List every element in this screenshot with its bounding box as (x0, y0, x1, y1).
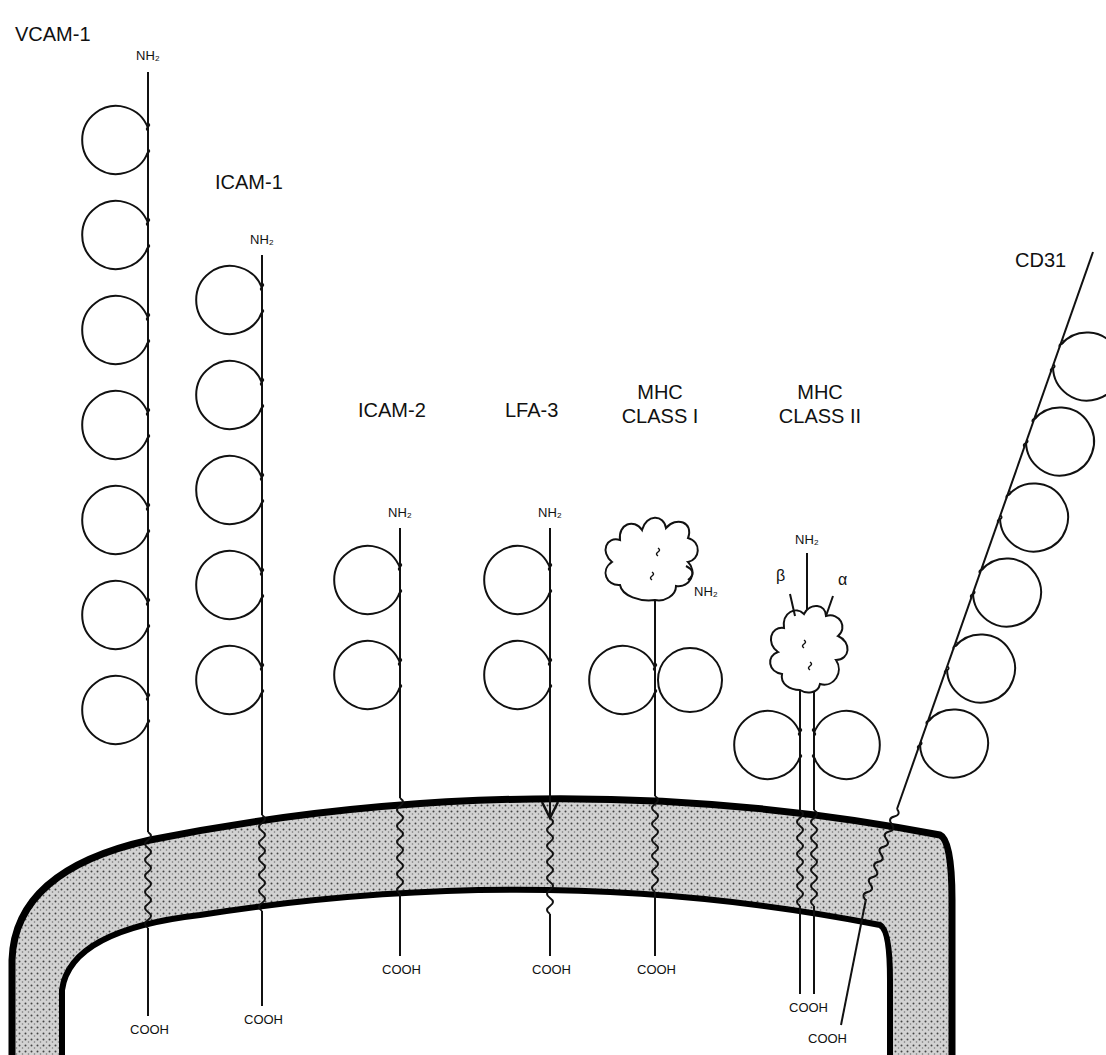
terminus-label: COOH (789, 1000, 828, 1016)
terminus-label: COOH (532, 962, 571, 978)
chain-label: β (776, 566, 785, 585)
terminus-label: COOH (382, 962, 421, 978)
molecule-name: LFA-3 (505, 398, 558, 422)
membrane-band (12, 799, 952, 1055)
icam2-molecule (334, 528, 403, 956)
terminus-label: COOH (808, 1031, 847, 1047)
terminus-label: NH₂ (136, 48, 160, 64)
molecule-name: ICAM-2 (358, 398, 426, 422)
icam1-molecule (196, 255, 265, 1006)
terminus-label: NH₂ (250, 232, 274, 248)
molecule-name: VCAM-1 (15, 22, 91, 46)
membrane-inner (62, 890, 890, 1055)
terminus-label: COOH (637, 962, 676, 978)
terminus-label: NH₂ (538, 505, 562, 521)
terminus-label: NH₂ (795, 532, 819, 548)
chain-label: α (838, 570, 847, 589)
molecule-name: ICAM-1 (215, 170, 283, 194)
terminus-label: COOH (244, 1012, 283, 1028)
molecule-name: MHC CLASS I (610, 380, 710, 428)
terminus-label: COOH (130, 1022, 169, 1038)
terminus-label: NH₂ (694, 584, 718, 600)
vcam-molecule (82, 72, 151, 1016)
molecule-name: MHC CLASS II (770, 380, 870, 428)
molecule-name: CD31 (1015, 248, 1066, 272)
cd31-molecule (841, 252, 1106, 1025)
terminus-label: NH₂ (388, 505, 412, 521)
lfa3-molecule (484, 528, 558, 956)
membrane-outer (12, 799, 952, 1055)
mhc2-molecule (734, 553, 880, 994)
mhc1-molecule (589, 518, 722, 956)
